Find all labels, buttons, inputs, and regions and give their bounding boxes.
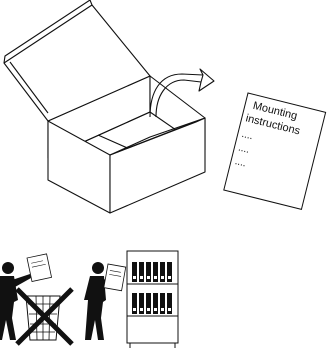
instructions-sheet-icon: Mounting instructions .... .... .... [224, 93, 326, 209]
open-box-icon [4, 0, 205, 213]
binder-shelf-icon [127, 251, 178, 348]
filing-sheet-icon [104, 264, 126, 291]
crossed-waste-bin-icon [17, 289, 72, 344]
